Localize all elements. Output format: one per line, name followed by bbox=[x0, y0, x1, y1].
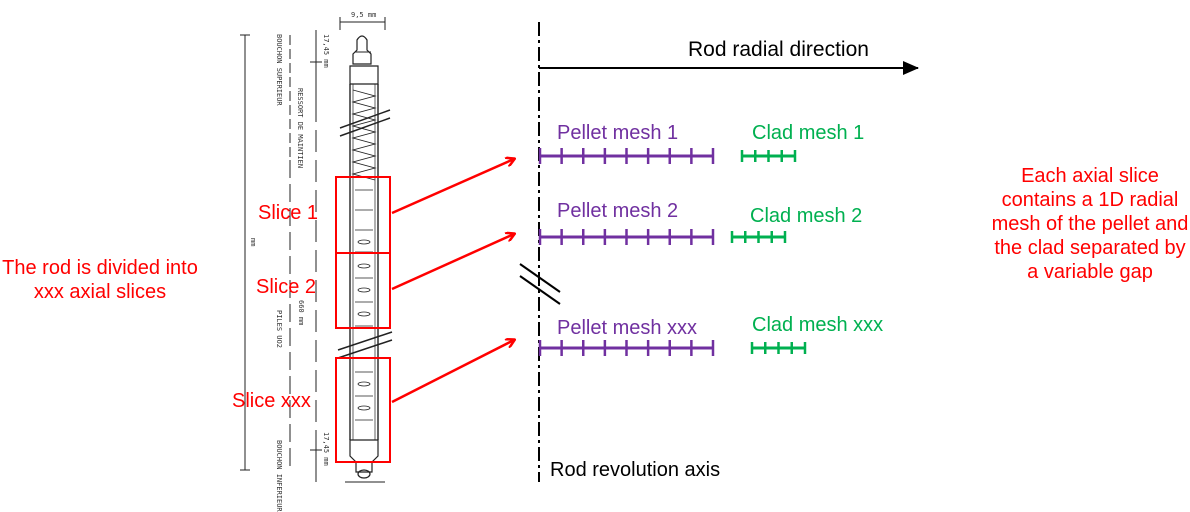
slice-boxes bbox=[335, 176, 391, 463]
slice-1-box bbox=[335, 176, 391, 254]
ressort-label: RESSORT DE MAINTIEN bbox=[296, 88, 304, 169]
pellet-meshes bbox=[538, 148, 715, 356]
pellet-mesh-2 bbox=[538, 229, 715, 245]
clad-mesh-1 bbox=[740, 150, 797, 162]
clad-mesh-xxx-label: Clad mesh xxx bbox=[752, 314, 884, 336]
slice-xxx-label: Slice xxx bbox=[232, 390, 311, 412]
right-note: Each axial slice contains a 1D radial me… bbox=[991, 165, 1189, 283]
left-note: The rod is divided into xxx axial slices bbox=[2, 257, 198, 303]
mm-mark-label: mm bbox=[249, 238, 257, 247]
revolution-axis-label: Rod revolution axis bbox=[550, 459, 721, 481]
slice-xxx-box bbox=[335, 357, 391, 463]
bouchon-inferieur-label: BOUCHON INFERIEUR bbox=[275, 440, 283, 512]
piles-label: PILES UO2 bbox=[275, 310, 283, 348]
clad-mesh-1-label: Clad mesh 1 bbox=[752, 122, 865, 144]
pellet-mesh-xxx-label: Pellet mesh xxx bbox=[557, 317, 698, 339]
fuel-rod-drawing bbox=[240, 17, 393, 483]
pellet-mesh-1 bbox=[538, 148, 715, 164]
slice-2-arrow bbox=[391, 234, 514, 291]
slice-2-box bbox=[335, 252, 391, 329]
clad-mesh-xxx bbox=[750, 342, 807, 354]
pellet-mesh-1-label: Pellet mesh 1 bbox=[557, 122, 679, 144]
slice-1-label: Slice 1 bbox=[258, 202, 319, 224]
pellet-mesh-xxx bbox=[538, 340, 715, 356]
top-length-label: 17,45 mm bbox=[322, 34, 330, 68]
bouchon-superieur-label: BOUCHON SUPERIEUR bbox=[275, 34, 283, 106]
top-dimension-label: 9,5 mm bbox=[351, 11, 377, 19]
slice-2-label: Slice 2 bbox=[256, 276, 317, 298]
clad-meshes bbox=[730, 150, 807, 354]
bottom-length-label: 17,45 mm bbox=[322, 432, 330, 466]
clad-mesh-2 bbox=[730, 231, 787, 243]
clad-mesh-2-label: Clad mesh 2 bbox=[750, 205, 863, 227]
slice-xxx-arrow bbox=[391, 340, 514, 404]
radial-direction-label: Rod radial direction bbox=[688, 38, 869, 61]
slice-arrows bbox=[391, 159, 514, 404]
axis-break-marks bbox=[519, 263, 561, 305]
slice-1-arrow bbox=[391, 159, 514, 215]
mid-dimension-label: 660 mm bbox=[297, 300, 305, 326]
pellet-mesh-2-label: Pellet mesh 2 bbox=[557, 200, 679, 222]
